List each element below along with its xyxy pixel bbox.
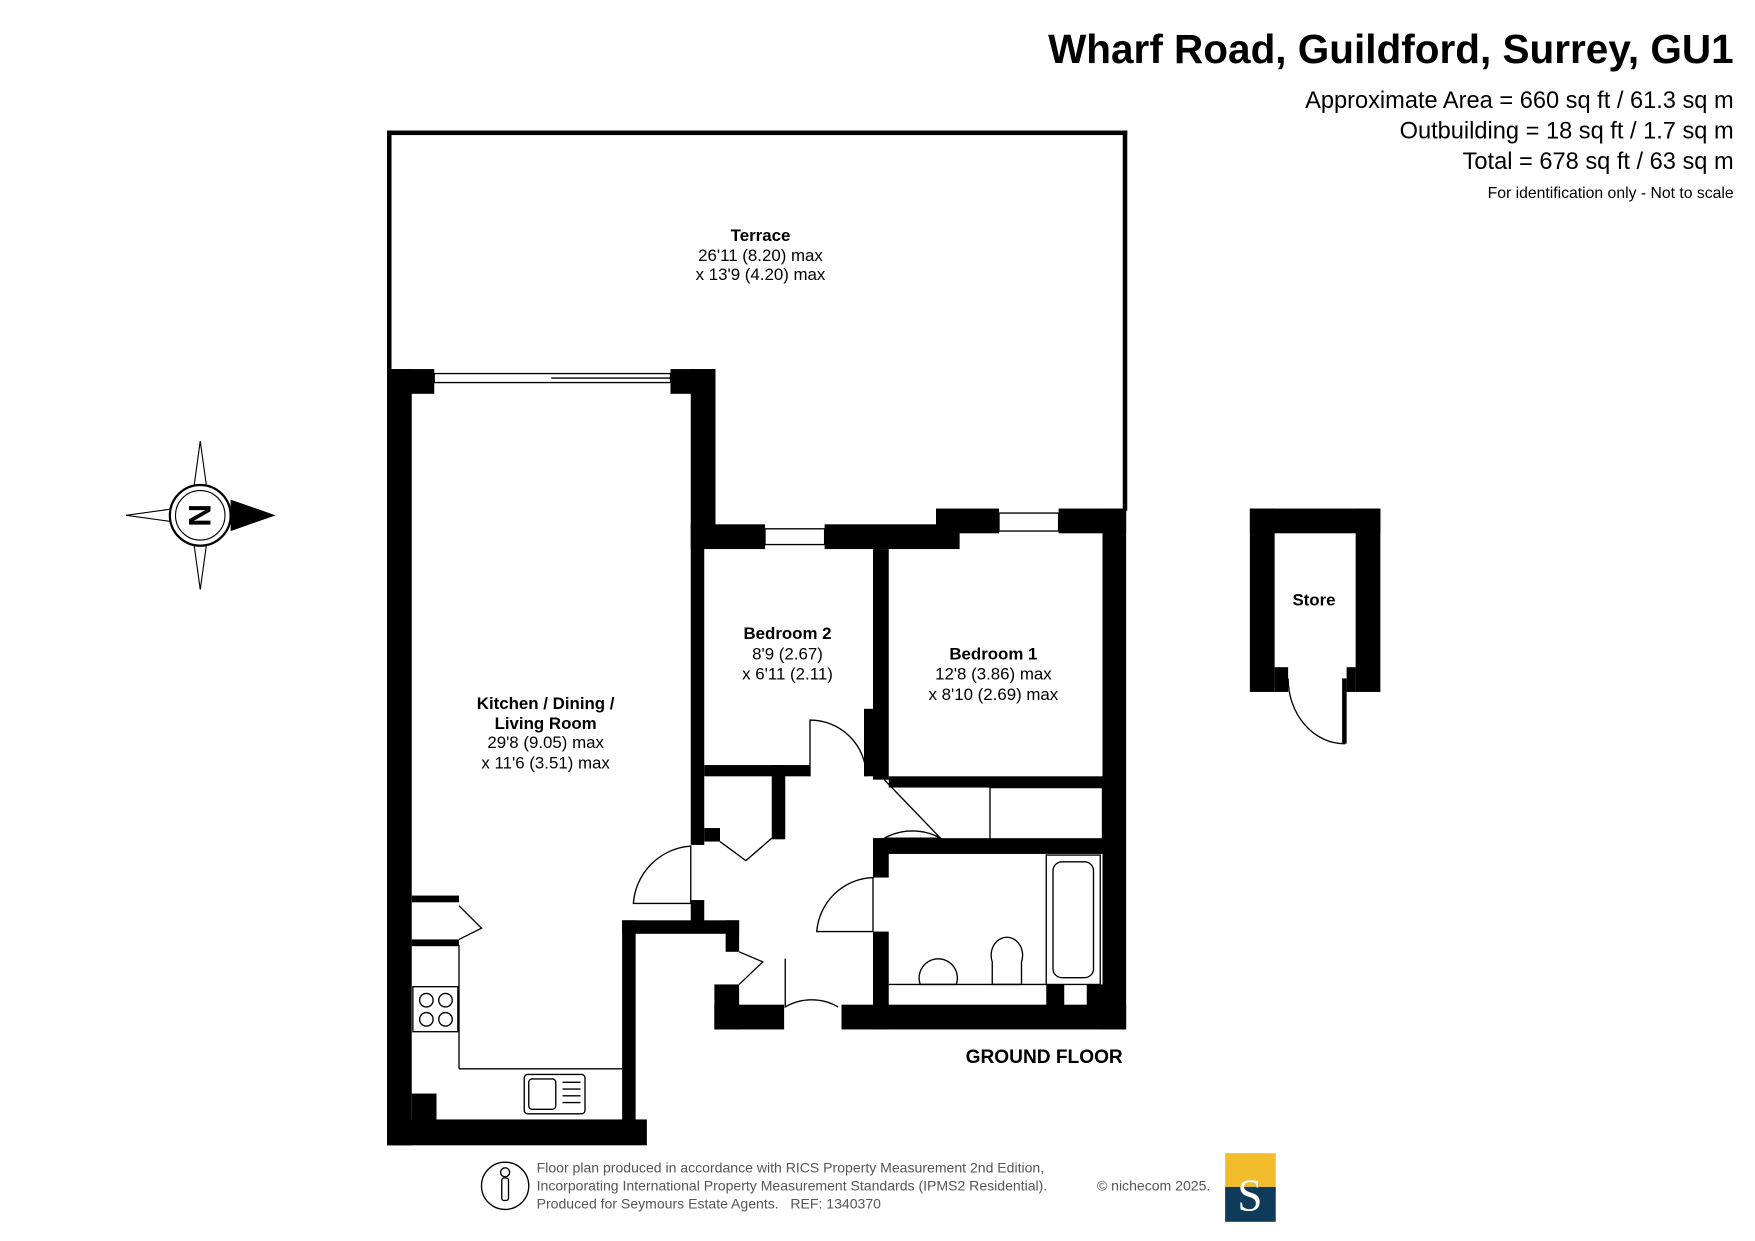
bedroom1-dim2: x 8'10 (2.69) max [929,685,1059,704]
basin-icon [918,958,959,986]
footer-line2: Incorporating International Property Mea… [537,1177,1048,1193]
bath-icon [1045,854,1101,986]
footer-line1: Floor plan produced in accordance with R… [537,1159,1045,1175]
bedroom1-name: Bedroom 1 [949,644,1037,663]
terrace-name: Terrace [731,226,791,245]
person-icon [480,1161,530,1211]
total-area: Total = 678 sq ft / 63 sq m [1463,149,1734,175]
sink-icon [523,1073,586,1115]
bedroom2-name: Bedroom 2 [743,624,831,643]
disclaimer: For identification only - Not to scale [1488,185,1734,202]
floor-label: GROUND FLOOR [966,1047,1123,1068]
property-title: Wharf Road, Guildford, Surrey, GU1 [1048,26,1734,72]
compass-letter: N [182,504,218,527]
outbuilding-area: Outbuilding = 18 sq ft / 1.7 sq m [1400,118,1734,144]
terrace-dim2: x 13'9 (4.20) max [696,265,826,284]
terrace-outline [387,130,1128,511]
windows [433,372,1060,546]
walls [387,369,1127,1146]
approximate-area: Approximate Area = 660 sq ft / 61.3 sq m [1305,88,1734,114]
doors [458,719,1104,1009]
bathroom-fittings [888,854,1101,986]
living-dim1: 29'8 (9.05) max [487,733,604,752]
store-name: Store [1292,590,1335,609]
living-name1: Kitchen / Dining / [477,694,615,713]
store-outbuilding [1249,508,1381,745]
bedroom2-dim1: 8'9 (2.67) [752,644,823,663]
bedroom1-dim1: 12'8 (3.86) max [935,665,1052,684]
footer-copyright: © nichecom 2025. [1097,1177,1210,1193]
footer-line3: Produced for Seymours Estate Agents. REF… [537,1195,882,1211]
kitchen-fittings [412,945,623,1115]
toilet-icon [990,936,1024,986]
living-dim2: x 11'6 (3.51) max [481,753,610,772]
bedroom2-dim2: x 6'11 (2.11) [742,665,833,684]
seymours-logo: S [1225,1153,1276,1222]
terrace-dim1: 26'11 (8.20) max [698,246,823,265]
living-name2: Living Room [495,714,597,733]
logo-letter: S [1237,1171,1262,1221]
compass-icon: N [125,440,276,590]
hob-icon [412,986,459,1033]
